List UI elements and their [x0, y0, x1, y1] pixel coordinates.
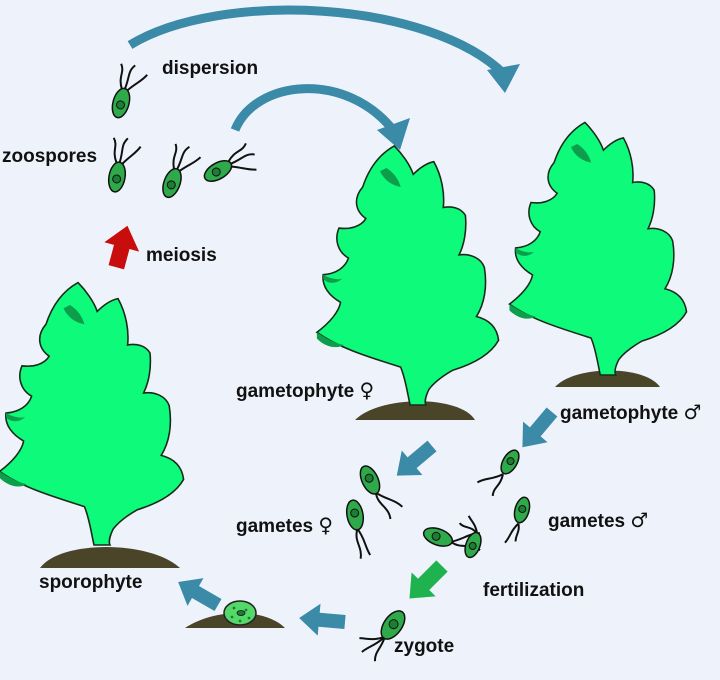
germinating-zygote: [185, 600, 285, 628]
gametes-female-label: gametes ♀: [236, 513, 334, 537]
zoospore-cell: [162, 143, 202, 199]
male-symbol: ♂: [683, 400, 702, 424]
zygote-cell: [359, 610, 406, 662]
male-gamete-cell: [476, 449, 520, 497]
meiosis-arrow: [104, 225, 140, 270]
fertilization-arrow: [409, 560, 448, 599]
female-gamete-cell: [359, 465, 404, 520]
male-gamete-cell: [504, 496, 531, 544]
dispersion-arc-small: [230, 84, 397, 133]
arrow-to-male-gametes: [522, 407, 558, 448]
female-symbol: ♀: [318, 513, 334, 537]
dispersion-arc-large: [127, 5, 509, 79]
female-symbol: ♀: [359, 378, 375, 402]
zoospore-cell: [107, 137, 142, 193]
dispersion-arrowhead-small: [377, 118, 410, 150]
fertilization-label: fertilization: [483, 580, 585, 601]
gametophyte-male-label: gametophyte ♂: [560, 400, 702, 424]
meiosis-label: meiosis: [146, 245, 217, 266]
zoospores-label: zoospores: [2, 146, 98, 167]
zoospore-cell: [111, 63, 148, 119]
zoospore-cell: [203, 142, 257, 182]
arrow-zygote-to-germination: [299, 603, 346, 636]
gametes-male-label: gametes ♂: [548, 508, 649, 532]
arrow-to-female-gametes: [396, 440, 437, 476]
gametophyte-female-label: gametophyte ♀: [236, 378, 375, 402]
gametophyte-male-plant: [508, 121, 688, 387]
sporophyte-plant: [0, 281, 185, 568]
arrow-to-sporophyte: [178, 578, 222, 612]
gametophyte-female-plant: [316, 145, 500, 420]
male-symbol: ♂: [630, 508, 649, 532]
zygote-label: zygote: [394, 636, 455, 657]
sporophyte-label: sporophyte: [39, 572, 143, 593]
dispersion-arrowhead-large: [487, 64, 520, 93]
female-gamete-cell: [345, 499, 372, 559]
fertilizing-gametes: [422, 515, 482, 559]
dispersion-label: dispersion: [162, 58, 259, 79]
